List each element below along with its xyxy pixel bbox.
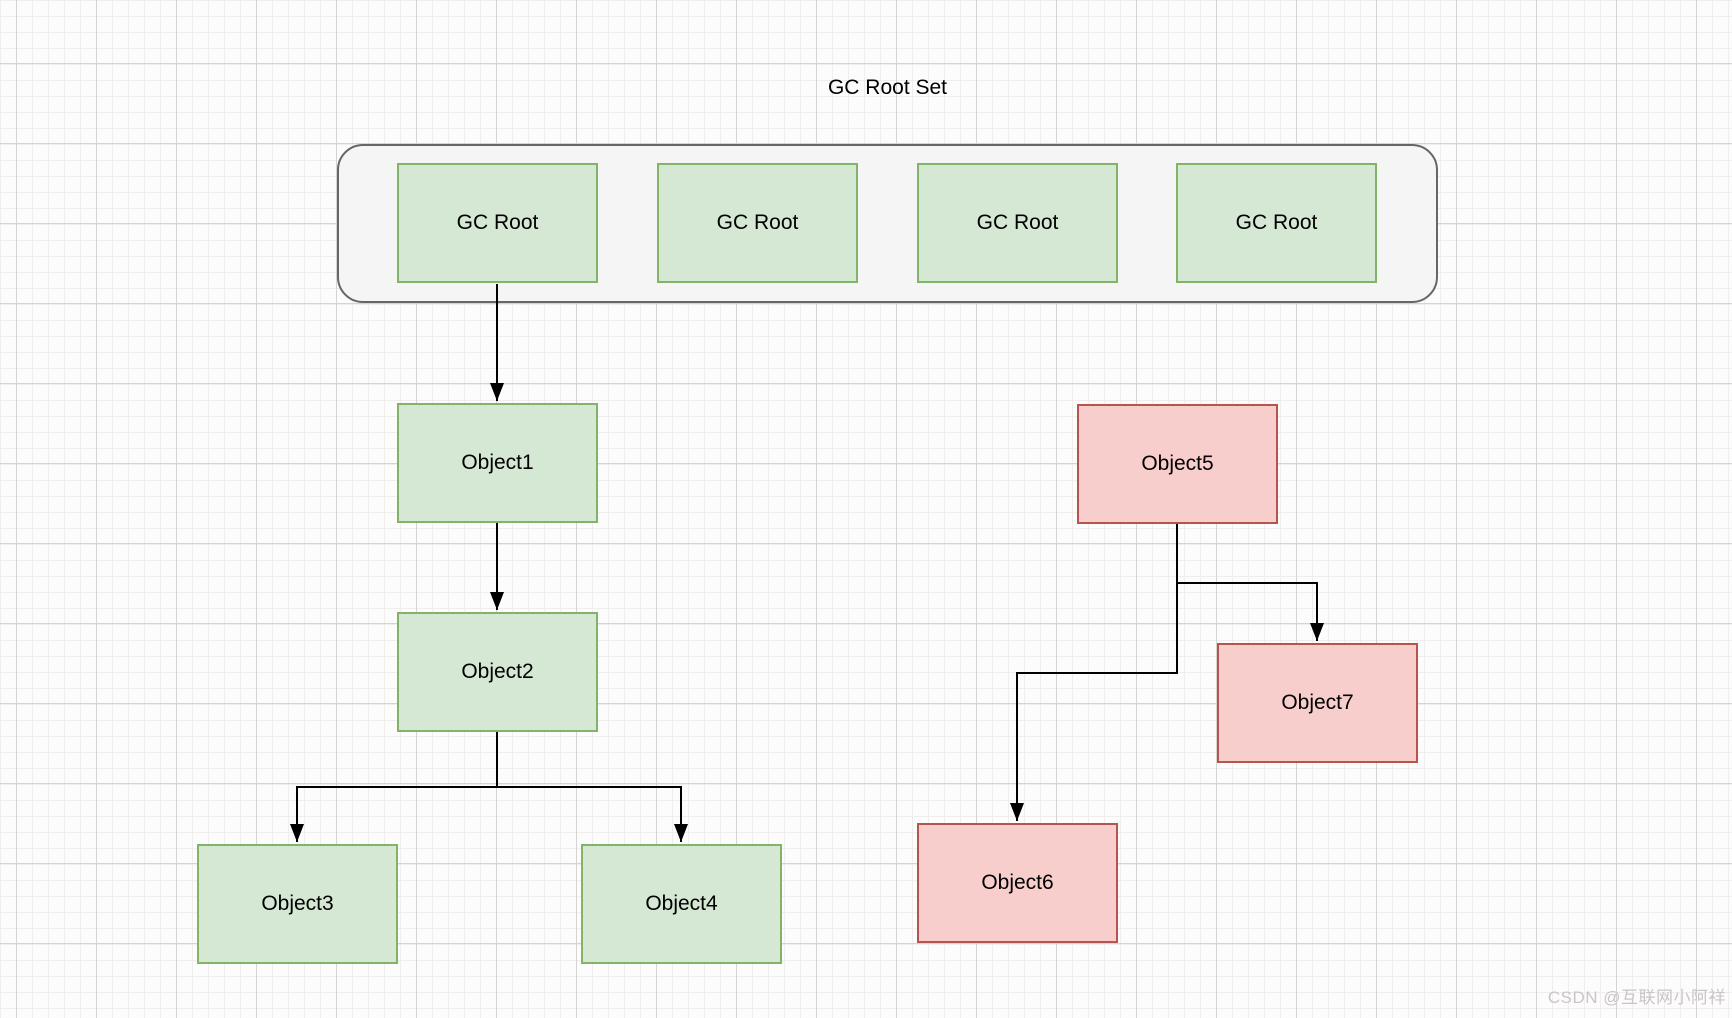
node-object1: Object1	[397, 403, 598, 523]
watermark: CSDN @互联网小阿祥	[1547, 988, 1726, 1007]
node-object3: Object3	[197, 844, 398, 964]
node-object7: Object7	[1217, 643, 1418, 763]
edge-object5-to-object7	[1176, 524, 1324, 641]
node-gc-root-4: GC Root	[1176, 163, 1377, 283]
node-object4: Object4	[581, 844, 782, 964]
node-object5: Object5	[1077, 404, 1278, 524]
node-object2: Object2	[397, 612, 598, 732]
edge-object2-to-object4	[496, 732, 688, 842]
diagram-title: GC Root Set	[827, 76, 948, 99]
node-gc-root-3: GC Root	[917, 163, 1118, 283]
node-object6: Object6	[917, 823, 1118, 943]
edge-object5-to-object6	[1010, 524, 1178, 821]
node-gc-root-2: GC Root	[657, 163, 858, 283]
edge-object2-to-object3	[290, 732, 498, 842]
node-gc-root-1: GC Root	[397, 163, 598, 283]
